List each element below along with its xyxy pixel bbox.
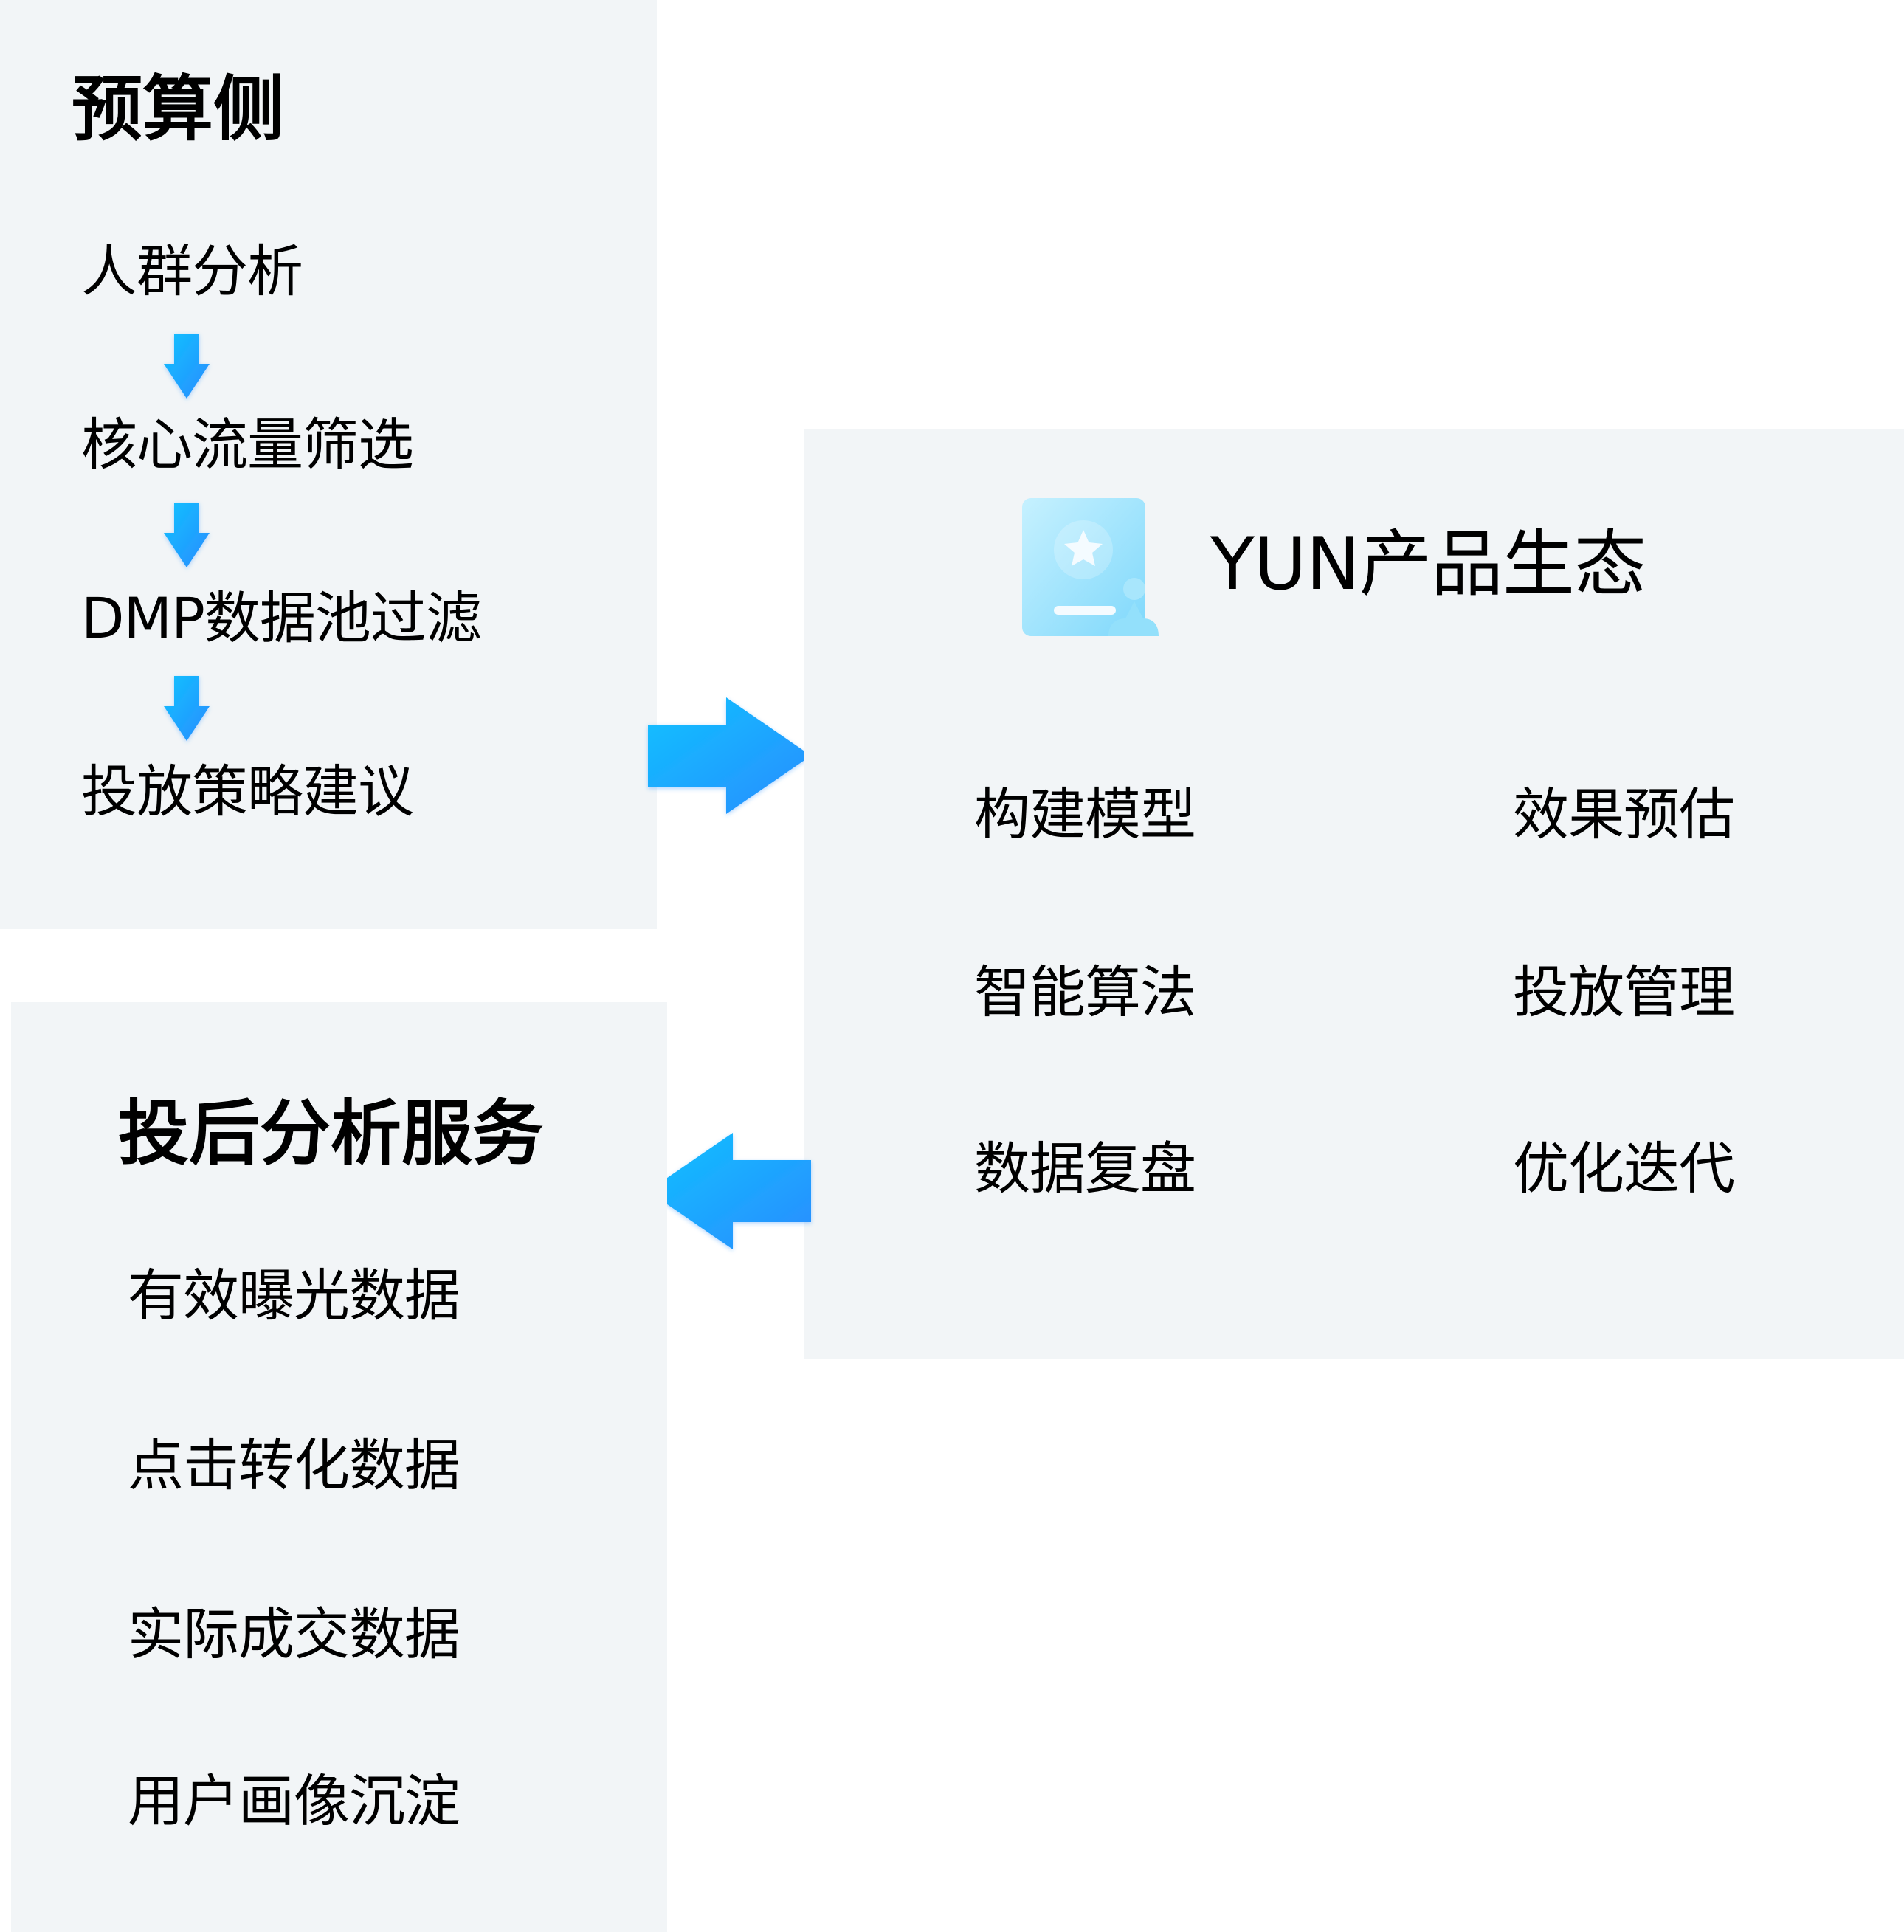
feature-item: 效果预估	[1513, 782, 1735, 847]
post-analysis-panel	[11, 1002, 667, 1932]
post-analysis-item: 点击转化数据	[128, 1432, 461, 1498]
feature-item: 构建模型	[974, 782, 1196, 847]
budget-step: 人群分析	[81, 238, 303, 304]
budget-step: 投放策略建议	[81, 759, 414, 824]
arrow-down-icon	[164, 676, 210, 741]
budget-side-panel	[0, 0, 657, 929]
arrow-down-icon	[164, 334, 210, 399]
arrow-right-icon	[648, 697, 811, 814]
post-analysis-item: 实际成交数据	[128, 1601, 461, 1667]
budget-step: DMP数据池过滤	[81, 585, 482, 651]
feature-item: 智能算法	[974, 959, 1196, 1025]
budget-side-title: 预算侧	[72, 68, 284, 151]
arrow-down-icon	[164, 503, 210, 567]
ecosystem-panel	[804, 429, 1904, 1359]
ecosystem-title: YUN产品生态	[1210, 522, 1646, 607]
feature-item: 优化迭代	[1513, 1136, 1735, 1201]
certificate-user-icon	[1022, 498, 1159, 636]
post-analysis-item: 用户画像沉淀	[128, 1768, 461, 1834]
post-analysis-item: 有效曝光数据	[128, 1263, 461, 1328]
post-analysis-title: 投后分析服务	[118, 1092, 543, 1175]
arrow-left-icon	[648, 1133, 811, 1249]
feature-item: 投放管理	[1513, 959, 1735, 1025]
budget-step: 核心流量筛选	[81, 412, 414, 477]
feature-item: 数据复盘	[974, 1136, 1196, 1201]
